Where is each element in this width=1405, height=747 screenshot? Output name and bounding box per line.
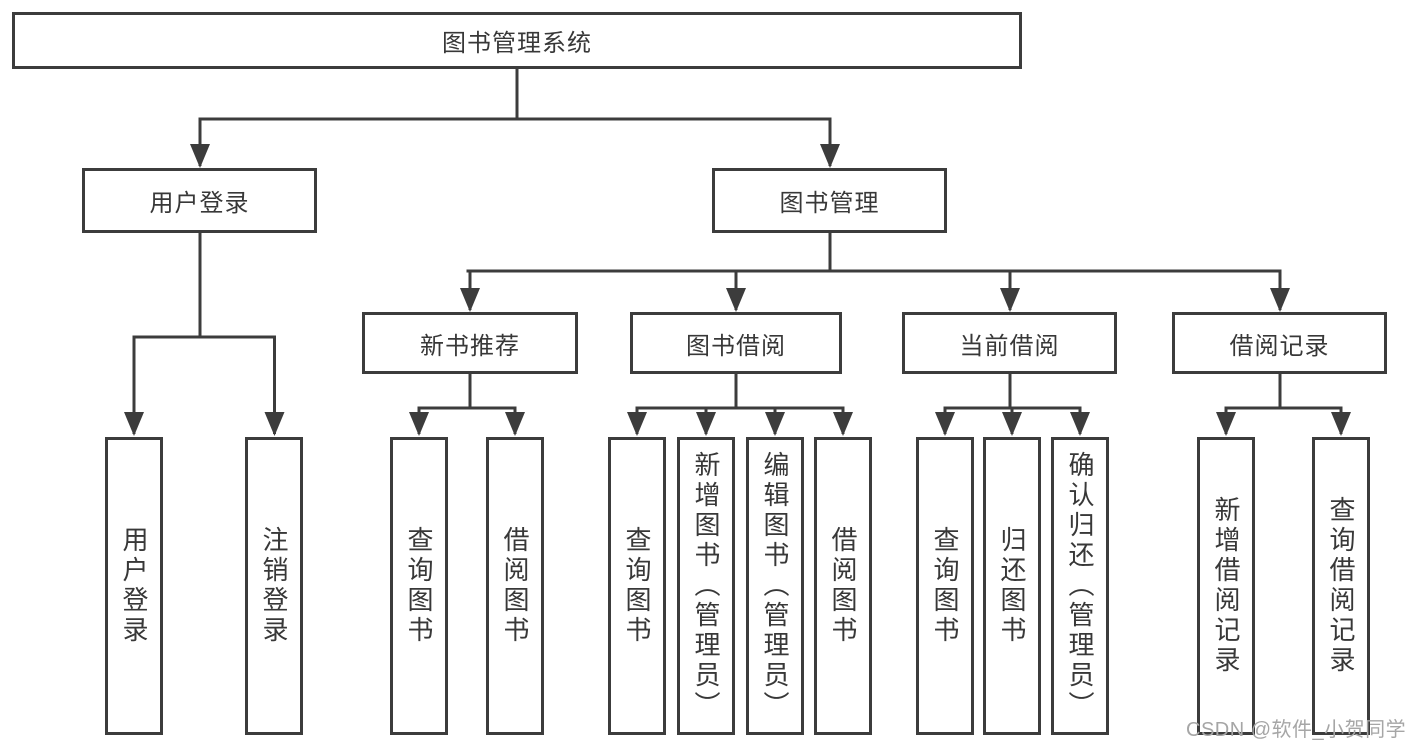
node-user-login: 用户登录 (82, 168, 317, 233)
leaf-nb-query-book: 查询图书 (390, 437, 448, 735)
node-new-book-recommend: 新书推荐 (362, 312, 578, 374)
leaf-bb-borrow-book-label: 借阅图书 (828, 526, 858, 646)
leaf-br-query-record-label: 查询借阅记录 (1326, 496, 1356, 676)
leaf-cb-confirm-return-label: 确认归还（管理员） (1065, 451, 1095, 721)
leaf-user-login-label: 用户登录 (119, 526, 149, 646)
leaf-cb-query-book-label: 查询图书 (930, 526, 960, 646)
leaf-nb-borrow-book-label: 借阅图书 (500, 526, 530, 646)
leaf-cb-return-book: 归还图书 (983, 437, 1041, 735)
csdn-watermark: CSDN @软件_小贺同学 (1186, 719, 1405, 741)
leaf-bb-borrow-book: 借阅图书 (814, 437, 872, 735)
leaf-bb-edit-book-label: 编辑图书（管理员） (760, 451, 790, 721)
leaf-logout-label: 注销登录 (259, 526, 289, 646)
leaf-bb-add-book-label: 新增图书（管理员） (691, 451, 721, 721)
leaf-bb-add-book: 新增图书（管理员） (677, 437, 735, 735)
leaf-br-query-record: 查询借阅记录 (1312, 437, 1370, 735)
leaf-cb-confirm-return: 确认归还（管理员） (1051, 437, 1109, 735)
node-book-borrow: 图书借阅 (630, 312, 842, 374)
leaf-nb-borrow-book: 借阅图书 (486, 437, 544, 735)
node-current-borrow: 当前借阅 (902, 312, 1117, 374)
leaf-bb-query-book: 查询图书 (608, 437, 666, 735)
leaf-bb-query-book-label: 查询图书 (622, 526, 652, 646)
leaf-user-login: 用户登录 (105, 437, 163, 735)
node-root-system: 图书管理系统 (12, 12, 1022, 69)
leaf-logout: 注销登录 (245, 437, 303, 735)
leaf-br-add-record: 新增借阅记录 (1197, 437, 1255, 735)
node-borrow-record: 借阅记录 (1172, 312, 1387, 374)
node-book-management: 图书管理 (712, 168, 947, 233)
leaf-nb-query-book-label: 查询图书 (404, 526, 434, 646)
leaf-bb-edit-book: 编辑图书（管理员） (746, 437, 804, 735)
leaf-br-add-record-label: 新增借阅记录 (1211, 496, 1241, 676)
leaf-cb-query-book: 查询图书 (916, 437, 974, 735)
leaf-cb-return-book-label: 归还图书 (997, 526, 1027, 646)
